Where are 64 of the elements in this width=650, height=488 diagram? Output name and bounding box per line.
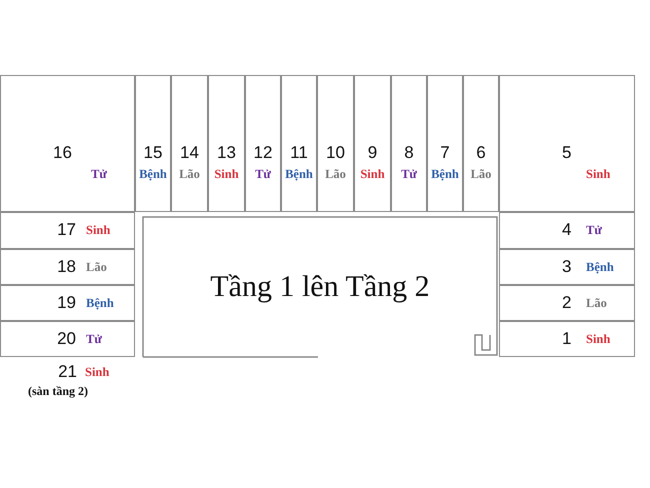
step-note: Tử bbox=[586, 224, 602, 236]
stair-step bbox=[499, 321, 635, 357]
stair-step bbox=[0, 75, 135, 212]
step-note: Bệnh bbox=[138, 168, 168, 180]
stair-step bbox=[354, 75, 391, 212]
step-note: Sinh bbox=[586, 333, 610, 346]
step-number: 4 bbox=[562, 221, 572, 238]
step-note: Sinh bbox=[85, 366, 110, 378]
stair-step bbox=[0, 285, 135, 321]
stairwell-title: Tầng 1 lên Tầng 2 bbox=[210, 270, 430, 304]
stair-step bbox=[135, 75, 171, 212]
stair-step bbox=[499, 285, 635, 321]
step-note: Lão bbox=[86, 261, 107, 274]
stair-step bbox=[317, 75, 354, 212]
stair-step bbox=[245, 75, 281, 212]
step-number: 17 bbox=[57, 221, 76, 238]
step-note: Bệnh bbox=[284, 168, 314, 180]
step-note: Tử bbox=[86, 333, 102, 346]
step-number: 12 bbox=[252, 144, 274, 161]
step-number: 7 bbox=[439, 144, 451, 161]
stair-step bbox=[208, 75, 245, 212]
step-note: Lão bbox=[178, 168, 201, 180]
step-number: 20 bbox=[57, 330, 76, 347]
step-note: Lão bbox=[586, 297, 607, 310]
step-note: Bệnh bbox=[430, 168, 460, 180]
step-note: Lão bbox=[470, 168, 492, 180]
step-number: 16 bbox=[53, 144, 72, 161]
step-number: 14 bbox=[179, 144, 200, 161]
step-note: Tử bbox=[91, 168, 107, 180]
stair-step bbox=[499, 75, 635, 212]
stair-step bbox=[391, 75, 427, 212]
step-number: 9 bbox=[366, 144, 378, 161]
floor-note: (sàn tầng 2) bbox=[28, 385, 88, 397]
step-number: 18 bbox=[57, 258, 76, 275]
step-note: Tử bbox=[400, 168, 418, 180]
stair-step bbox=[0, 212, 135, 249]
step-number: 11 bbox=[289, 144, 309, 161]
stair-step bbox=[281, 75, 317, 212]
step-number: 10 bbox=[325, 144, 346, 161]
step-number: 13 bbox=[216, 144, 237, 161]
stair-step bbox=[171, 75, 208, 212]
step-note: Sinh bbox=[86, 224, 110, 236]
stair-step bbox=[499, 249, 635, 285]
step-number: 3 bbox=[562, 258, 572, 275]
step-number: 6 bbox=[475, 144, 487, 161]
stair-step bbox=[463, 75, 499, 212]
step-number: 1 bbox=[562, 330, 572, 347]
step-number: 8 bbox=[403, 144, 415, 161]
step-number: 21 bbox=[58, 363, 77, 380]
step-number: 19 bbox=[57, 294, 76, 311]
step-note: Sinh bbox=[359, 168, 386, 180]
stair-step bbox=[0, 321, 135, 357]
step-number: 15 bbox=[142, 144, 164, 161]
step-note: Sinh bbox=[586, 168, 610, 180]
step-note: Bệnh bbox=[86, 297, 114, 310]
step-note: Tử bbox=[254, 168, 272, 180]
stair-step bbox=[427, 75, 463, 212]
stair-step bbox=[499, 212, 635, 249]
step-note: Lão bbox=[324, 168, 347, 180]
step-number: 5 bbox=[562, 144, 572, 161]
step-note: Bệnh bbox=[586, 261, 614, 274]
stair-step bbox=[0, 249, 135, 285]
step-note: Sinh bbox=[213, 168, 240, 180]
step-number: 2 bbox=[562, 294, 572, 311]
